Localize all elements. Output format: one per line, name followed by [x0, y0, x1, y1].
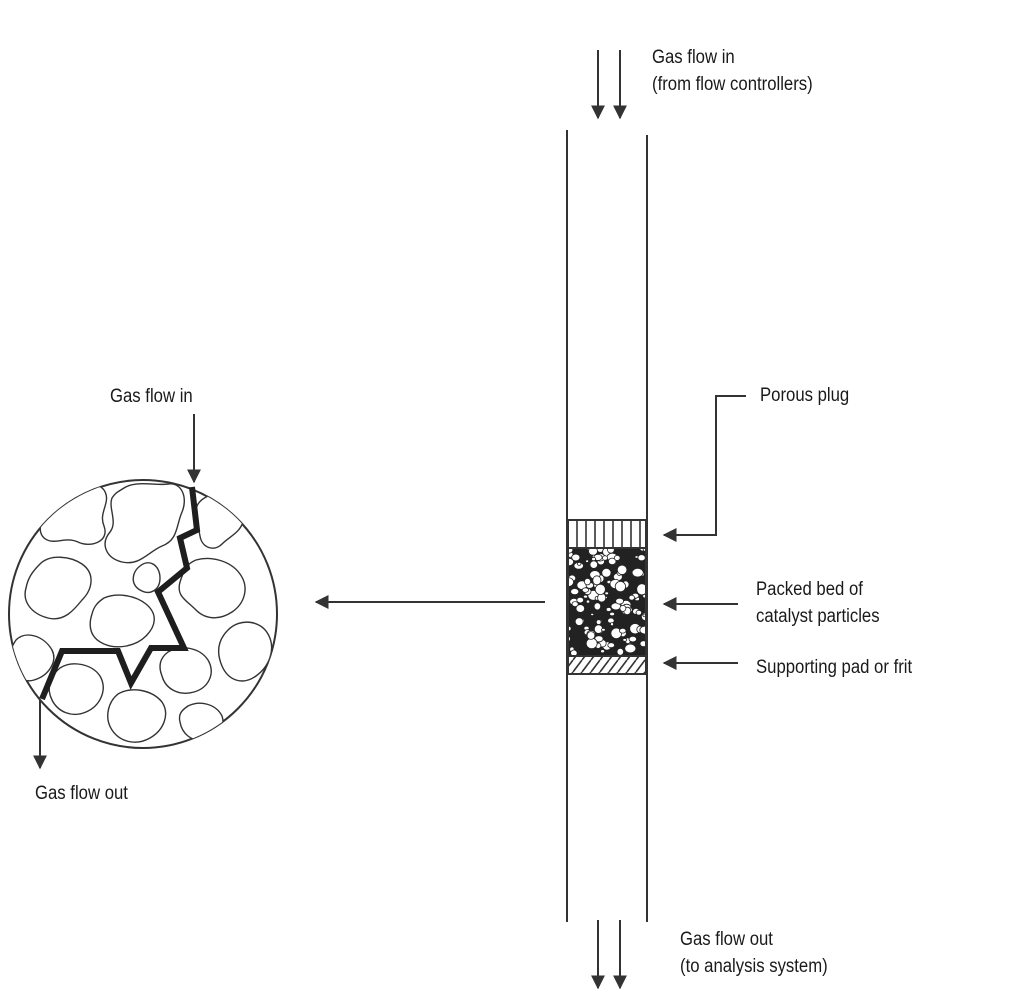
catalyst-particle [577, 562, 582, 566]
catalyst-particle [605, 607, 612, 612]
particle [48, 663, 104, 716]
catalyst-particle [576, 596, 584, 604]
catalyst-particle [571, 601, 579, 607]
porous-plug-pointer [662, 395, 746, 542]
catalyst-particle [595, 619, 602, 625]
catalyst-particle [581, 587, 590, 593]
zoom-inlet-label: Gas flow in [110, 386, 193, 407]
particle [39, 481, 108, 545]
porous-plug-label: Porous plug [760, 385, 850, 406]
catalyst-particle [585, 559, 590, 563]
catalyst-particle [593, 602, 602, 611]
top-inlet-label-line1: Gas flow in [652, 47, 735, 68]
catalyst-particle [628, 594, 635, 601]
particle [107, 689, 167, 743]
catalyst-particle [637, 554, 646, 562]
catalyst-particle [614, 580, 627, 593]
catalyst-particle [639, 640, 646, 648]
catalyst-particle [590, 613, 595, 617]
catalyst-particle [594, 583, 606, 596]
particle [104, 483, 186, 564]
catalyst-particle [613, 554, 621, 561]
bottom-outlet-label-line1: Gas flow out [680, 929, 773, 950]
particle [217, 621, 273, 682]
catalyst-particle [570, 649, 578, 656]
catalyst-particle [602, 555, 609, 561]
catalyst-particle [586, 631, 596, 640]
catalyst-particle [639, 625, 646, 635]
catalyst-particle [604, 591, 609, 596]
porous-plug [567, 519, 647, 549]
catalyst-particle [635, 609, 642, 616]
outlet-arrows [591, 920, 627, 990]
catalyst-particle [609, 611, 615, 617]
catalyst-particle [575, 604, 586, 613]
catalyst-particle [631, 568, 644, 578]
particle [89, 594, 155, 648]
packed-bed-label: Packed bed of catalyst particles [756, 576, 880, 630]
particle [132, 562, 161, 594]
catalyst-particle [571, 553, 581, 562]
catalyst-particle [616, 647, 624, 656]
bottom-outlet-label-line2: (to analysis system) [680, 956, 828, 977]
catalyst-particle [589, 560, 598, 569]
zoom-outlet-label: Gas flow out [35, 783, 128, 804]
catalyst-particle [610, 622, 615, 627]
top-inlet-label-line2: (from flow controllers) [652, 74, 813, 95]
packed-bed-label-line2: catalyst particles [756, 606, 880, 627]
catalyst-particle [622, 638, 628, 642]
catalyst-particle [601, 627, 606, 632]
flow-path [39, 486, 201, 701]
catalyst-particle [607, 617, 615, 624]
bottom-outlet-label: Gas flow out (to analysis system) [680, 926, 828, 980]
catalyst-particle [584, 577, 592, 586]
catalyst-particle [588, 548, 598, 556]
catalyst-particle [616, 564, 628, 575]
catalyst-particle [608, 557, 617, 566]
catalyst-particle [624, 643, 637, 654]
packed-bed-label-line1: Packed bed of [756, 579, 863, 600]
catalyst-particle [600, 649, 605, 654]
catalyst-particle [636, 583, 646, 596]
catalyst-particle [592, 575, 602, 586]
catalyst-particle [615, 597, 624, 605]
particle [159, 647, 212, 694]
catalyst-particle [570, 588, 580, 596]
catalyst-particle [568, 557, 574, 567]
support-label: Supporting pad or frit [756, 657, 913, 678]
catalyst-particle [607, 642, 615, 649]
top-inlet-label: Gas flow in (from flow controllers) [652, 44, 813, 98]
catalyst-particle [601, 567, 612, 578]
catalyst-particle [619, 627, 627, 634]
catalyst-particle [628, 635, 637, 643]
catalyst-particle [591, 556, 596, 562]
particle [24, 556, 92, 620]
catalyst-particle [607, 548, 615, 554]
catalyst-particle [574, 617, 584, 626]
packed-bed [567, 547, 647, 657]
inlet-arrows [591, 50, 627, 120]
particle [178, 557, 246, 619]
catalyst-particle [583, 594, 589, 599]
support-frit [567, 655, 647, 675]
catalyst-particle [585, 599, 591, 604]
catalyst-particle [619, 605, 627, 612]
magnified-view [8, 479, 278, 749]
